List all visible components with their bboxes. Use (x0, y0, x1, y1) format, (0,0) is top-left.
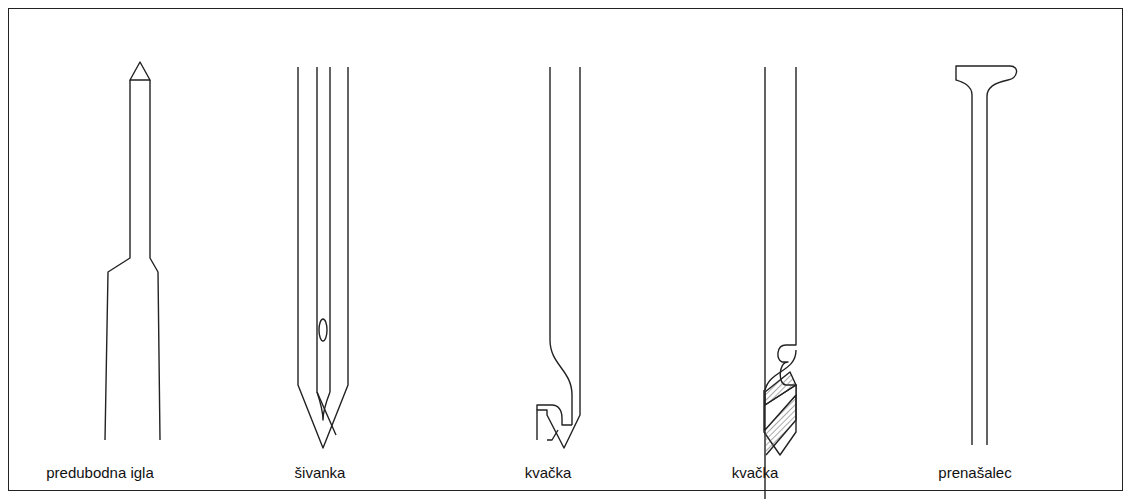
frame (9, 9, 1123, 491)
transfer-needle (956, 66, 1017, 445)
part-label: predubodna igla (46, 464, 154, 482)
part-label: kvačka (525, 464, 572, 482)
part-label: kvačka (732, 464, 779, 482)
latch-hook (537, 67, 580, 448)
twisted-hook (764, 67, 796, 499)
pre-piercing-needle (105, 62, 160, 440)
sewing-needle (298, 67, 348, 448)
part-label: šivanka (295, 464, 346, 482)
part-label: prenašalec (938, 464, 1011, 482)
